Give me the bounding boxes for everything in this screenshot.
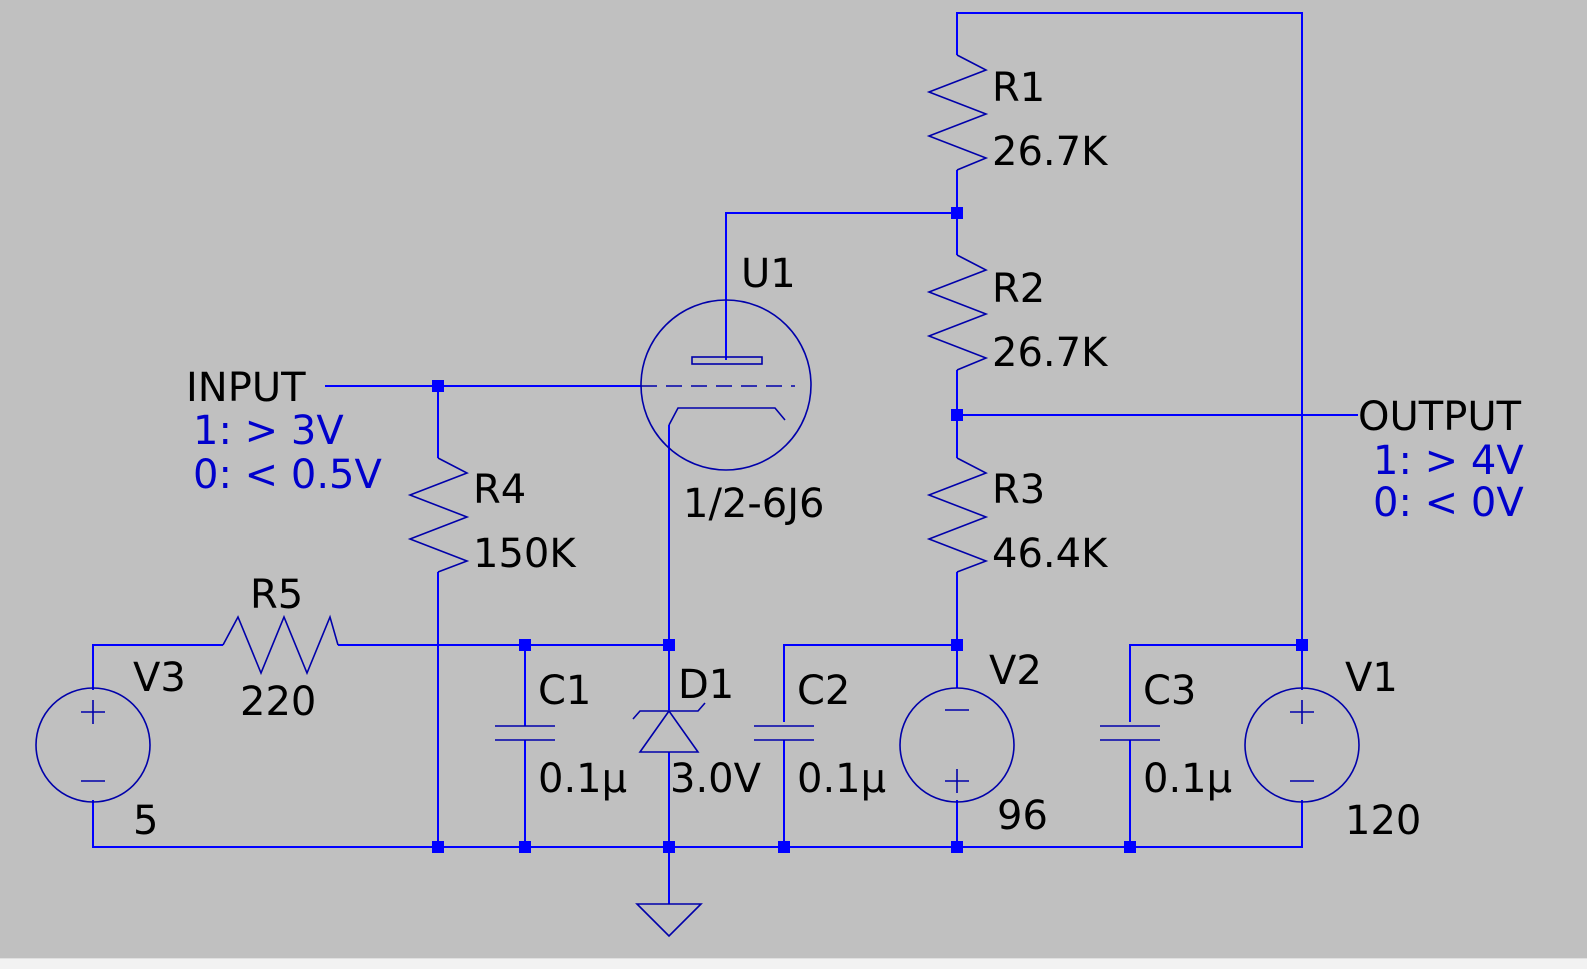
triode-envelope (640, 299, 812, 471)
c1-name[interactable]: C1 (538, 668, 591, 714)
resistor-r4-symbol[interactable] (407, 457, 470, 573)
capacitor-c3-symbol[interactable] (1100, 725, 1160, 741)
voltage-source-v3-symbol[interactable] (35, 687, 151, 803)
c2-value[interactable]: 0.1µ (797, 756, 886, 802)
input-net-label[interactable]: INPUT (186, 365, 306, 411)
wire-top-supply (956, 12, 1303, 645)
r2-name[interactable]: R2 (992, 266, 1045, 312)
input-logic-low[interactable]: 0: < 0.5V (193, 452, 382, 498)
r1-name[interactable]: R1 (992, 65, 1045, 111)
wire-v1-bottom (92, 800, 1303, 848)
junction (951, 639, 963, 651)
junction (951, 841, 963, 853)
junction (1296, 639, 1308, 651)
junction (432, 841, 444, 853)
d1-name[interactable]: D1 (678, 662, 734, 708)
capacitor-c2-symbol[interactable] (754, 725, 814, 741)
input-logic-high[interactable]: 1: > 3V (193, 408, 344, 454)
resistor-r3-symbol[interactable] (926, 457, 989, 573)
resistor-r1-symbol[interactable] (926, 54, 989, 171)
ground-icon[interactable] (635, 903, 703, 938)
v3-value[interactable]: 5 (133, 798, 158, 844)
v1-name[interactable]: V1 (1345, 655, 1398, 701)
capacitor-c1-symbol[interactable] (495, 725, 555, 741)
r3-name[interactable]: R3 (992, 467, 1045, 513)
triode-plate (691, 356, 763, 365)
v3-name[interactable]: V3 (133, 655, 186, 701)
r5-value[interactable]: 220 (240, 679, 316, 725)
junctions (432, 207, 1308, 853)
r4-name[interactable]: R4 (473, 467, 526, 513)
u1-value[interactable]: 1/2-6J6 (683, 481, 825, 527)
output-net-label[interactable]: OUTPUT (1358, 394, 1522, 440)
voltage-source-v1-symbol[interactable] (1244, 687, 1360, 803)
c3-name[interactable]: C3 (1143, 668, 1196, 714)
wire-v3-r5 (92, 644, 223, 690)
triode-u1-symbol[interactable] (640, 299, 812, 471)
c3-value[interactable]: 0.1µ (1143, 756, 1232, 802)
voltage-source-v2-symbol[interactable] (899, 687, 1015, 803)
junction (519, 841, 531, 853)
junction (1124, 841, 1136, 853)
c2-name[interactable]: C2 (797, 668, 850, 714)
triode-cathode (668, 407, 786, 426)
r5-name[interactable]: R5 (250, 572, 303, 618)
output-logic-low[interactable]: 0: < 0V (1373, 480, 1524, 526)
output-logic-high[interactable]: 1: > 4V (1373, 438, 1524, 484)
c1-value[interactable]: 0.1µ (538, 756, 627, 802)
junction (951, 409, 963, 421)
r3-value[interactable]: 46.4K (992, 531, 1109, 577)
junction (432, 380, 444, 392)
r4-value[interactable]: 150K (473, 531, 577, 577)
junction (663, 639, 675, 651)
r1-value[interactable]: 26.7K (992, 129, 1109, 175)
u1-name[interactable]: U1 (741, 251, 796, 297)
wires (92, 12, 1358, 904)
wire-c3-top (1129, 644, 1302, 722)
v1-value[interactable]: 120 (1345, 798, 1421, 844)
r2-value[interactable]: 26.7K (992, 330, 1109, 376)
junction (519, 639, 531, 651)
v2-value[interactable]: 96 (997, 793, 1048, 839)
window-bottom-edge (0, 958, 1587, 969)
wire-c2-top (783, 644, 957, 722)
junction (951, 207, 963, 219)
junction (663, 841, 675, 853)
v2-name[interactable]: V2 (989, 648, 1042, 694)
resistor-r2-symbol[interactable] (926, 254, 989, 371)
wire-plate (725, 212, 957, 360)
zener-diode-d1-symbol[interactable] (632, 702, 706, 753)
resistor-r5-symbol[interactable] (222, 614, 339, 676)
junction (778, 841, 790, 853)
d1-value[interactable]: 3.0V (670, 756, 762, 802)
